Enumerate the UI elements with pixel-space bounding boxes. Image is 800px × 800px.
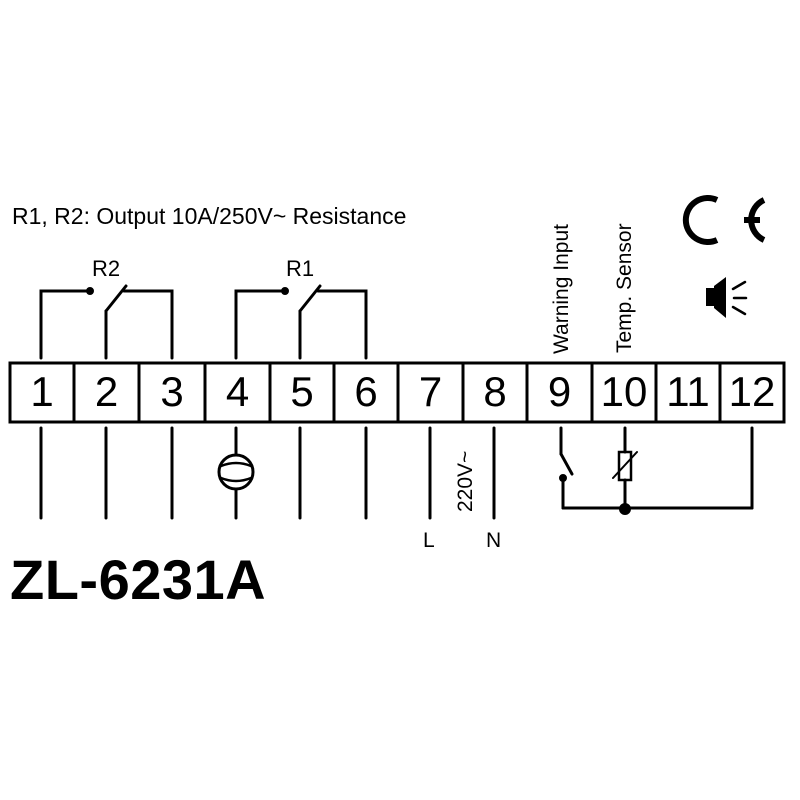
model-number: ZL-6231A [10, 548, 267, 611]
live-label: L [423, 529, 435, 552]
terminal-2: 2 [94, 368, 119, 415]
terminal-6: 6 [354, 368, 378, 415]
sensor-icon [612, 426, 638, 512]
supply-voltage-label: 220V~ [454, 450, 477, 512]
terminal-7: 7 [418, 368, 443, 415]
ce-mark-icon [682, 195, 766, 245]
warning-input-label: Warning Input [550, 224, 573, 354]
terminal-8: 8 [483, 368, 507, 415]
relay-label-r2: R2 [92, 256, 121, 281]
terminal-10: 10 [600, 368, 648, 415]
relay-label-r1: R1 [286, 256, 315, 281]
output-spec-note: R1, R2: Output 10A/250V~ Resistance [12, 203, 407, 229]
terminal-9: 9 [547, 368, 572, 415]
relay-r2-contacts [39, 284, 174, 360]
speaker-icon [706, 277, 748, 318]
neutral-label: N [486, 529, 502, 552]
terminal-12: 12 [728, 368, 776, 415]
terminal-1: 1 [30, 368, 54, 415]
relay-r1-contacts [234, 284, 368, 360]
common-bus [561, 426, 754, 515]
temp-sensor-label: Temp. Sensor [613, 223, 636, 353]
terminal-4: 4 [225, 368, 250, 415]
terminal-dividers [72, 361, 722, 424]
switch-icon [559, 426, 574, 510]
terminal-3: 3 [160, 368, 184, 415]
terminal-5: 5 [290, 368, 314, 415]
terminal-11: 11 [666, 368, 710, 415]
lower-leads [39, 426, 496, 520]
compressor-icon [217, 453, 255, 491]
